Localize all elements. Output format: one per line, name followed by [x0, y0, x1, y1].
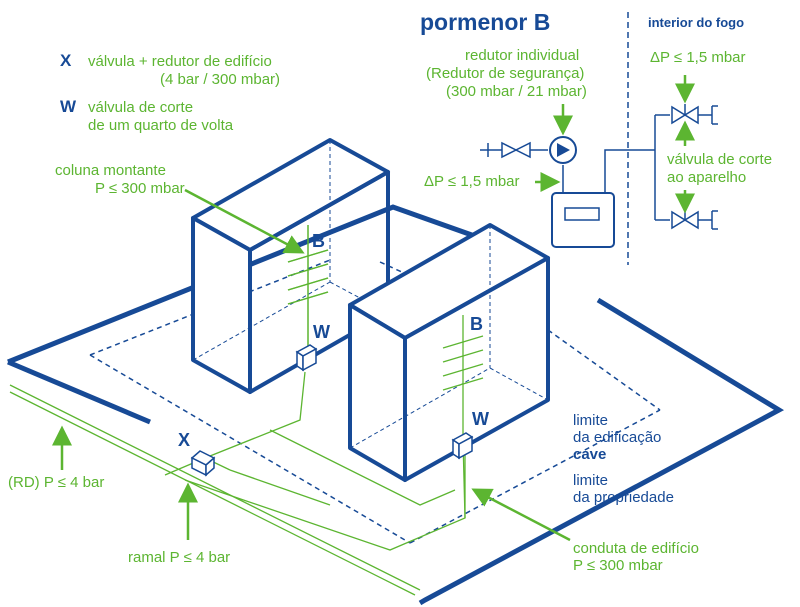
- valve-box-x: [190, 450, 216, 477]
- legend-w-line2: de um quarto de volta: [88, 117, 234, 134]
- branch-label: ramal P ≤ 4 bar: [128, 549, 230, 566]
- detail-inlet-valve-icon: [487, 141, 531, 159]
- building-right-hidden-edges: [349, 225, 549, 449]
- valve-box-w-right: [451, 432, 474, 460]
- conduit-arrow: [471, 488, 571, 542]
- limit-property-line1: limite: [573, 472, 608, 489]
- legend-w-symbol: W: [60, 97, 77, 116]
- riser-label-line1: coluna montante: [55, 162, 166, 179]
- marker-x: X: [178, 430, 190, 450]
- conduit-label-line1: conduta de edifício: [573, 540, 699, 557]
- appliance-valve-lower-icon: [671, 209, 718, 230]
- reducer-icon: [549, 136, 577, 164]
- building-left: [191, 138, 390, 394]
- legend-x-symbol: X: [60, 51, 72, 70]
- marker-b-right: B: [470, 314, 483, 334]
- cutoff-line2: ao aparelho: [667, 169, 746, 186]
- interior-title: interior do fogo: [648, 15, 744, 30]
- building-left-hidden-edges: [192, 140, 389, 361]
- floor-branches-right-front: [442, 335, 484, 391]
- reducer-line1: redutor individual: [465, 47, 579, 64]
- conduit-label-line2: P ≤ 300 mbar: [573, 557, 663, 574]
- riser-label-line2: P ≤ 300 mbar: [95, 180, 185, 197]
- building-right: [348, 223, 550, 482]
- reducer-line3: (300 mbar / 21 mbar): [446, 83, 587, 100]
- marker-w-right: W: [472, 409, 489, 429]
- limit-building-line2: da edificação: [573, 429, 661, 446]
- delta-p-right: ΔP ≤ 1,5 mbar: [650, 49, 746, 66]
- cutoff-line1: válvula de corte: [667, 151, 772, 168]
- appliance-valve-upper-icon: [671, 104, 718, 125]
- detail-piping: [480, 114, 670, 221]
- detail-title: pormenor B: [420, 9, 550, 35]
- legend-x-line1: válvula + redutor de edifício: [88, 53, 272, 70]
- floor-branches-left-front: [287, 249, 329, 305]
- limit-property-line2: da propriedade: [573, 489, 674, 506]
- rd-label: (RD) P ≤ 4 bar: [8, 474, 104, 491]
- gas-meter-icon: [551, 192, 615, 248]
- marker-w-left: W: [313, 322, 330, 342]
- valve-box-w-left: [295, 344, 318, 372]
- delta-p-left: ΔP ≤ 1,5 mbar: [424, 173, 520, 190]
- limit-building-line1: limite: [573, 412, 608, 429]
- legend-x-line2: (4 bar / 300 mbar): [160, 71, 280, 88]
- marker-b-left: B: [312, 231, 325, 251]
- legend-w-line1: válvula de corte: [88, 99, 193, 116]
- reducer-line2: (Redutor de segurança): [426, 65, 584, 82]
- limit-building-line3: cave: [573, 446, 606, 463]
- riser-arrow: [184, 188, 305, 254]
